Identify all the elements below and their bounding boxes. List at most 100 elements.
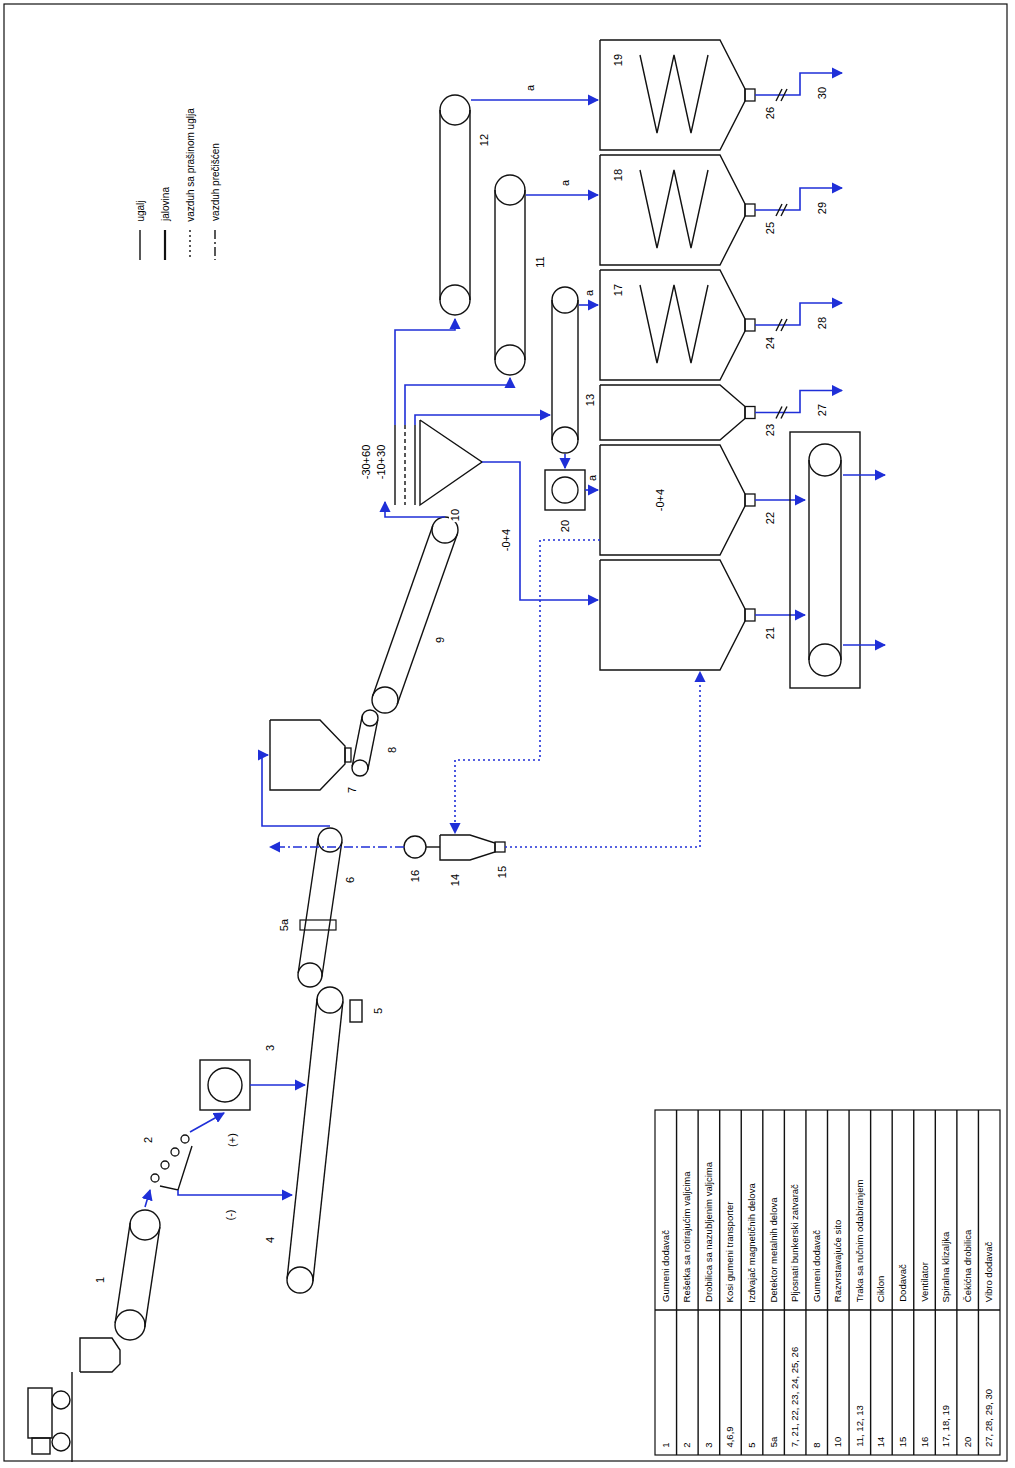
table-rule bbox=[956, 1110, 957, 1455]
belt-conveyor bbox=[495, 175, 525, 375]
table-number: 11, 12, 13 bbox=[855, 1404, 865, 1448]
rotary-feeder bbox=[495, 842, 505, 852]
callout-number: 12 bbox=[478, 133, 490, 147]
bunker-gate bbox=[745, 319, 755, 331]
flow-line bbox=[471, 99, 598, 101]
table-rule bbox=[891, 1110, 892, 1455]
table-description: Vibro dodavač bbox=[984, 1240, 994, 1303]
flow-line bbox=[505, 672, 700, 847]
table-number: 2 bbox=[682, 1441, 692, 1448]
flow-line bbox=[755, 499, 805, 501]
flow-line bbox=[755, 303, 842, 325]
bunker bbox=[270, 720, 345, 790]
spiral-silo bbox=[600, 155, 745, 265]
legend-text: vazduh sa prašinom uglja bbox=[185, 107, 196, 222]
legend-text: vazduh prečišćen bbox=[210, 142, 221, 222]
callout-number: 26 bbox=[764, 106, 776, 120]
bunker-gate bbox=[745, 89, 755, 101]
callout-number: 7 bbox=[346, 786, 358, 794]
belt-conveyor bbox=[352, 710, 378, 776]
belt-conveyor bbox=[440, 95, 470, 315]
callout-number: 28 bbox=[816, 316, 828, 330]
callout-number: 10 bbox=[449, 508, 461, 522]
frame bbox=[4, 4, 1007, 1461]
callout-number: 30 bbox=[816, 86, 828, 100]
callout-number: 20 bbox=[559, 519, 571, 533]
table-description: Kosi gumeni transporter bbox=[725, 1200, 735, 1303]
callout-number: 5a bbox=[278, 918, 290, 932]
spiral-chute bbox=[640, 285, 708, 363]
vibro-mark bbox=[781, 204, 787, 216]
legend-line bbox=[189, 230, 190, 260]
flow-line bbox=[190, 1113, 224, 1132]
truck-wheel bbox=[52, 1391, 70, 1409]
storage-bin bbox=[600, 445, 745, 555]
callout-number: 13 bbox=[584, 393, 596, 407]
callout-number: 29 bbox=[816, 201, 828, 215]
table-number: 4,6,9 bbox=[725, 1425, 735, 1448]
table-number: 3 bbox=[704, 1441, 714, 1448]
callout-number: 14 bbox=[449, 873, 461, 887]
table-number: 5a bbox=[768, 1435, 778, 1448]
flow-line bbox=[415, 415, 550, 425]
callout-number: 23 bbox=[764, 423, 776, 437]
flow-line bbox=[526, 194, 598, 196]
flow-line bbox=[564, 454, 566, 468]
flow-label: a bbox=[559, 179, 571, 187]
storage-bin bbox=[600, 385, 745, 440]
size-class: -0+4 bbox=[654, 488, 666, 512]
table-number: 17, 18, 19 bbox=[941, 1404, 951, 1448]
flow-line bbox=[843, 474, 885, 476]
screen-deck bbox=[394, 425, 395, 505]
truck-wheel bbox=[52, 1433, 70, 1451]
spiral-silo bbox=[600, 270, 745, 380]
flow-line bbox=[755, 614, 805, 616]
vibro-mark bbox=[776, 319, 782, 331]
screen-deck bbox=[414, 425, 415, 505]
table-description: Razvrstavajuće sito bbox=[833, 1219, 843, 1303]
callout-number: 24 bbox=[764, 336, 776, 350]
table-description: Ciklon bbox=[876, 1275, 886, 1303]
size-class: -10+30 bbox=[375, 444, 387, 481]
table-rule bbox=[741, 1110, 742, 1455]
table-description: Izdvajač magnetičnih delova bbox=[747, 1182, 757, 1303]
ground-line bbox=[71, 1372, 72, 1462]
callout-number: 6 bbox=[344, 876, 356, 884]
flow-line bbox=[178, 1190, 292, 1195]
table-rule bbox=[805, 1110, 806, 1455]
flow-label: a bbox=[583, 289, 595, 297]
magnetic-separator bbox=[350, 1000, 362, 1022]
flow-line bbox=[145, 1190, 150, 1207]
belt-conveyor bbox=[552, 287, 578, 453]
table-border bbox=[655, 1110, 1000, 1455]
callout-number: 17 bbox=[612, 283, 624, 297]
metal-detector bbox=[300, 920, 336, 930]
cyclone bbox=[440, 835, 495, 860]
vibro-mark bbox=[781, 407, 787, 419]
table-description: Pljosnati bunkerski zatvarač bbox=[790, 1183, 800, 1303]
legend-text: ugalj bbox=[135, 199, 146, 222]
belt-conveyor bbox=[287, 987, 343, 1293]
callout-number: 8 bbox=[386, 746, 398, 754]
table-rule bbox=[784, 1110, 785, 1455]
belt-conveyor bbox=[298, 828, 342, 987]
bunker-gate bbox=[345, 748, 351, 762]
table-description: Spiralna klizaljka bbox=[941, 1230, 951, 1303]
table-description: Dodavač bbox=[898, 1263, 908, 1303]
flow-line bbox=[250, 1084, 305, 1086]
callout-number: 4 bbox=[264, 1236, 276, 1244]
screen-deck bbox=[404, 425, 405, 505]
table-number: 1 bbox=[661, 1441, 671, 1448]
flow-line bbox=[755, 391, 842, 413]
callout-number: 27 bbox=[816, 403, 828, 417]
flow-label: a bbox=[524, 84, 536, 92]
callout-number: 5 bbox=[372, 1007, 384, 1015]
table-rule bbox=[978, 1110, 979, 1455]
flow-line bbox=[455, 540, 600, 833]
belt-conveyor bbox=[372, 517, 458, 713]
callout-number: 21 bbox=[764, 626, 776, 640]
gas-pipe bbox=[426, 846, 440, 847]
callout-number: 18 bbox=[612, 168, 624, 182]
table-rule bbox=[719, 1110, 720, 1455]
